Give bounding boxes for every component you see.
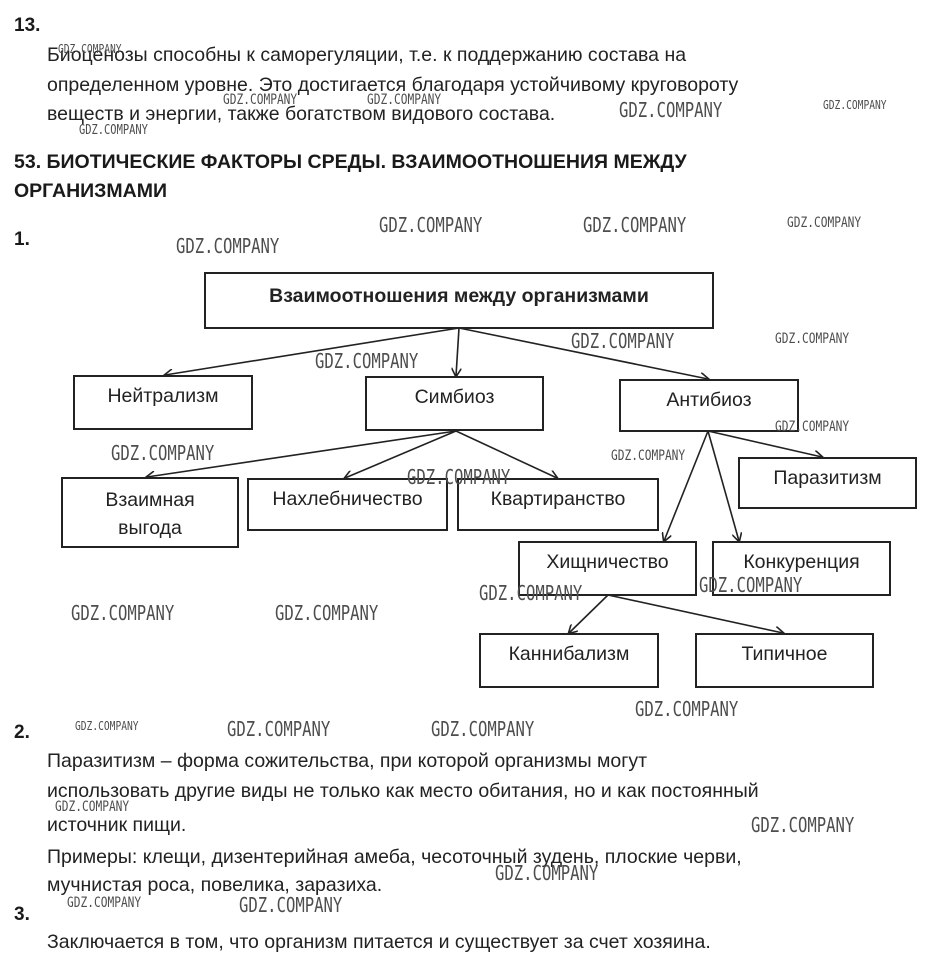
diagram-box-mutual-benefit: Взаимная выгода: [61, 477, 239, 548]
diagram-box-neutralism: Нейтрализм: [73, 375, 253, 430]
watermark: GDZ.COMPANY: [111, 441, 215, 465]
watermark: GDZ.COMPANY: [571, 329, 675, 353]
watermark: GDZ.COMPANY: [315, 349, 419, 373]
watermark: GDZ.COMPANY: [275, 601, 379, 625]
watermark: GDZ.COMPANY: [699, 573, 803, 597]
diagram-box-cannibalism: Каннибализм: [479, 633, 659, 688]
section-number-13: 13.: [14, 15, 41, 36]
arrow-symbiosis-inquilinism: [455, 430, 557, 478]
chapter-heading-line-1: 53. БИОТИЧЕСКИЕ ФАКТОРЫ СРЕДЫ. ВЗАИМООТН…: [14, 151, 687, 173]
watermark: GDZ.COMPANY: [751, 813, 855, 837]
task3-line-1: Заключается в том, что организм питается…: [47, 931, 711, 953]
task2-line-3: источник пищи.: [47, 814, 187, 836]
arrow-symbiosis-commensalism: [345, 430, 457, 478]
watermark: GDZ.COMPANY: [58, 42, 122, 56]
task-number-2: 2.: [14, 722, 30, 743]
watermark: GDZ.COMPANY: [239, 893, 343, 917]
watermark: GDZ.COMPANY: [787, 215, 862, 231]
arrow-root-symbiosis: [456, 327, 459, 376]
watermark: GDZ.COMPANY: [611, 448, 686, 464]
watermark: GDZ.COMPANY: [823, 98, 887, 112]
watermark: GDZ.COMPANY: [583, 213, 687, 237]
arrow-symbiosis-mutual: [147, 430, 457, 477]
watermark: GDZ.COMPANY: [635, 697, 739, 721]
watermark: GDZ.COMPANY: [75, 719, 139, 733]
watermark: GDZ.COMPANY: [775, 419, 850, 435]
task2-line-5: мучнистая роса, повелика, заразиха.: [47, 874, 383, 896]
watermark: GDZ.COMPANY: [407, 465, 511, 489]
watermark: GDZ.COMPANY: [79, 123, 148, 138]
arrow-antibiosis-competition: [707, 430, 739, 541]
task2-line-4: Примеры: клещи, дизентерийная амеба, чес…: [47, 846, 742, 868]
diagram-box-antibiosis: Антибиоз: [619, 379, 799, 432]
arrow-root-neutralism: [165, 327, 460, 375]
section13-line-3: веществ и энергии, также богатством видо…: [47, 103, 556, 125]
diagram-box-parasitism: Паразитизм: [738, 457, 917, 509]
task-number-1: 1.: [14, 229, 30, 250]
watermark: GDZ.COMPANY: [55, 799, 130, 815]
watermark: GDZ.COMPANY: [67, 895, 142, 911]
diagram-box-symbiosis: Симбиоз: [365, 376, 544, 431]
arrow-antibiosis-parasitism: [707, 430, 822, 457]
watermark: GDZ.COMPANY: [379, 213, 483, 237]
watermark: GDZ.COMPANY: [367, 92, 442, 108]
diagram-box-commensalism: Нахлебничество: [247, 478, 448, 531]
diagram-box-competition: Конкуренция: [712, 541, 891, 596]
arrow-predation-typical: [607, 594, 783, 633]
arrow-root-antibiosis: [458, 327, 708, 379]
watermark: GDZ.COMPANY: [495, 861, 599, 885]
watermark: GDZ.COMPANY: [619, 98, 723, 122]
diagram-box-typical: Типичное: [695, 633, 874, 688]
watermark: GDZ.COMPANY: [227, 717, 331, 741]
watermark: GDZ.COMPANY: [479, 581, 583, 605]
watermark: GDZ.COMPANY: [71, 601, 175, 625]
watermark: GDZ.COMPANY: [775, 331, 850, 347]
diagram-root-box: Взаимоотношения между организмами: [204, 272, 714, 329]
task-number-3: 3.: [14, 904, 30, 925]
section13-line-1: Биоценозы способны к саморегуляции, т.е.…: [47, 44, 687, 66]
watermark: GDZ.COMPANY: [431, 717, 535, 741]
watermark: GDZ.COMPANY: [223, 92, 298, 108]
arrow-predation-cannibalism: [569, 594, 609, 633]
chapter-heading-line-2: ОРГАНИЗМАМИ: [14, 180, 167, 202]
arrow-antibiosis-predation: [664, 430, 709, 541]
task2-line-2: использовать другие виды не только как м…: [47, 780, 759, 802]
watermark: GDZ.COMPANY: [176, 234, 280, 258]
task2-line-1: Паразитизм – форма сожительства, при кот…: [47, 750, 648, 772]
diagram-box-predation: Хищничество: [518, 541, 697, 596]
section13-line-2: определенном уровне. Это достигается бла…: [47, 74, 739, 96]
diagram-box-inquilinism: Квартиранство: [457, 478, 659, 531]
